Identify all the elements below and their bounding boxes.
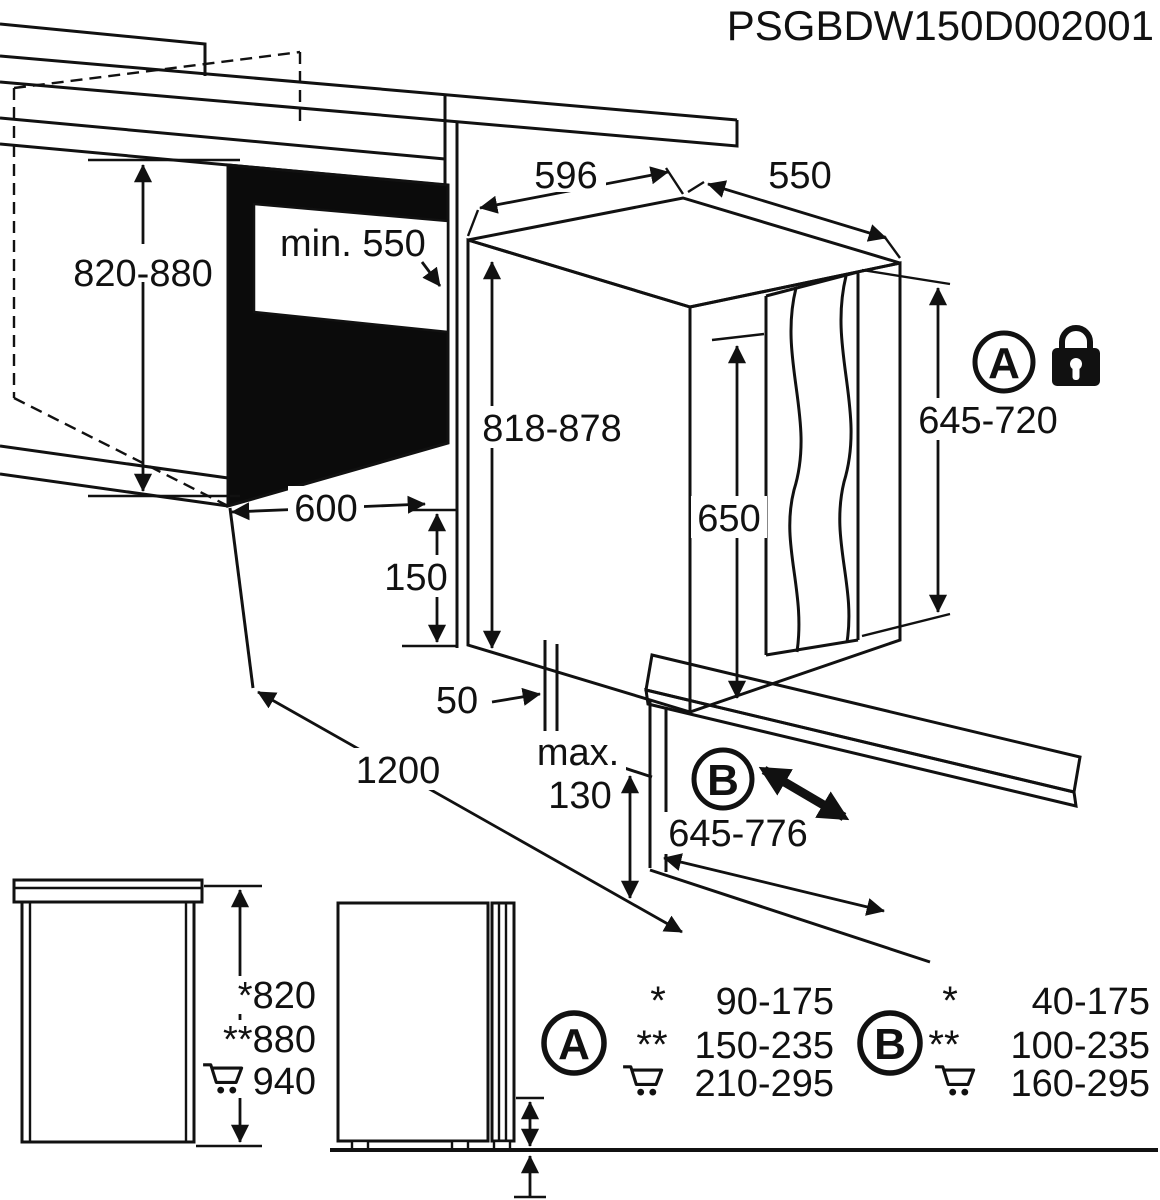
footnote-double: ** xyxy=(636,1023,667,1067)
dim-furniture-door-height: 650 xyxy=(691,332,767,699)
table-a: A * 90-175 ** 150-235 210-295 xyxy=(541,979,834,1105)
door-panel-with-break-lines xyxy=(764,270,860,657)
page-title: PSGBDW150D002001 xyxy=(727,2,1154,49)
badge-a-letter: A xyxy=(988,339,1020,388)
top-width-label: 596 xyxy=(534,155,597,197)
dim-foot-adjustment: 150 xyxy=(378,508,456,648)
front-view-height-star: *820 xyxy=(238,975,316,1017)
dim-floor-clearance: 1200 xyxy=(257,690,683,934)
sliding-door-range-label: 645-776 xyxy=(668,813,807,855)
side-gap-label: 50 xyxy=(436,680,478,722)
door-panel-height-label: 645-720 xyxy=(918,400,1057,442)
badge-b-letter: B xyxy=(707,756,739,805)
shopping-cart-icon xyxy=(622,1065,664,1098)
niche-width-label: 600 xyxy=(294,488,357,530)
dim-min-depth: min. 550 xyxy=(276,223,442,287)
front-view-drawing: *820 **880 940 xyxy=(12,878,320,1148)
side-view-drawing xyxy=(336,901,544,1152)
top-depth-label: 550 xyxy=(768,155,831,197)
table-b-label: B xyxy=(874,1020,906,1069)
shopping-cart-icon xyxy=(934,1065,976,1098)
padlock-icon xyxy=(1052,325,1100,386)
dim-sliding-door-range: 645-776 xyxy=(658,812,885,916)
floor-baseline xyxy=(330,1148,1158,1199)
front-view-height-dstar: **880 xyxy=(223,1019,316,1061)
plinth-max-word: max. xyxy=(537,732,619,774)
table-a-row2: 150-235 xyxy=(695,1025,834,1067)
table-b: B * 40-175 ** 100-235 160-295 xyxy=(857,979,1150,1105)
hidden-cabinet-edges xyxy=(12,50,302,508)
front-view-height-cart: 940 xyxy=(253,1061,316,1103)
table-a-row3: 210-295 xyxy=(695,1063,834,1105)
table-a-label: A xyxy=(558,1020,590,1069)
footnote-single: * xyxy=(942,979,958,1023)
dim-plinth-max: max. 130 xyxy=(530,731,640,899)
dim-door-panel-height: 645-720 xyxy=(861,268,1068,638)
table-a-row1: 90-175 xyxy=(716,981,834,1023)
badge-a: A xyxy=(972,330,1036,394)
dim-niche-height: 820-880 xyxy=(65,158,240,498)
plinth-max-value: 130 xyxy=(548,775,611,817)
niche-height-label: 820-880 xyxy=(73,253,212,295)
double-arrow-icon xyxy=(758,766,850,821)
dim-appliance-height: 818-878 xyxy=(474,261,632,649)
dim-side-gap: 50 xyxy=(430,680,541,722)
footnote-double: ** xyxy=(928,1023,959,1067)
dim-top-depth: 550 xyxy=(687,155,901,259)
floor-clearance-label: 1200 xyxy=(356,750,441,792)
badge-b: B xyxy=(691,747,755,811)
appliance-height-label: 818-878 xyxy=(482,408,621,450)
footnote-single: * xyxy=(650,979,666,1023)
table-b-row1: 40-175 xyxy=(1032,981,1150,1023)
table-b-row2: 100-235 xyxy=(1011,1025,1150,1067)
dim-niche-width: 600 xyxy=(231,486,426,530)
dishwasher-body xyxy=(466,196,902,715)
niche-opening xyxy=(226,163,450,508)
foot-adjustment-label: 150 xyxy=(384,557,447,599)
furniture-door-height-label: 650 xyxy=(697,498,760,540)
dim-top-width: 596 xyxy=(466,155,685,237)
min-depth-label: min. 550 xyxy=(280,223,426,265)
table-b-row3: 160-295 xyxy=(1011,1063,1150,1105)
